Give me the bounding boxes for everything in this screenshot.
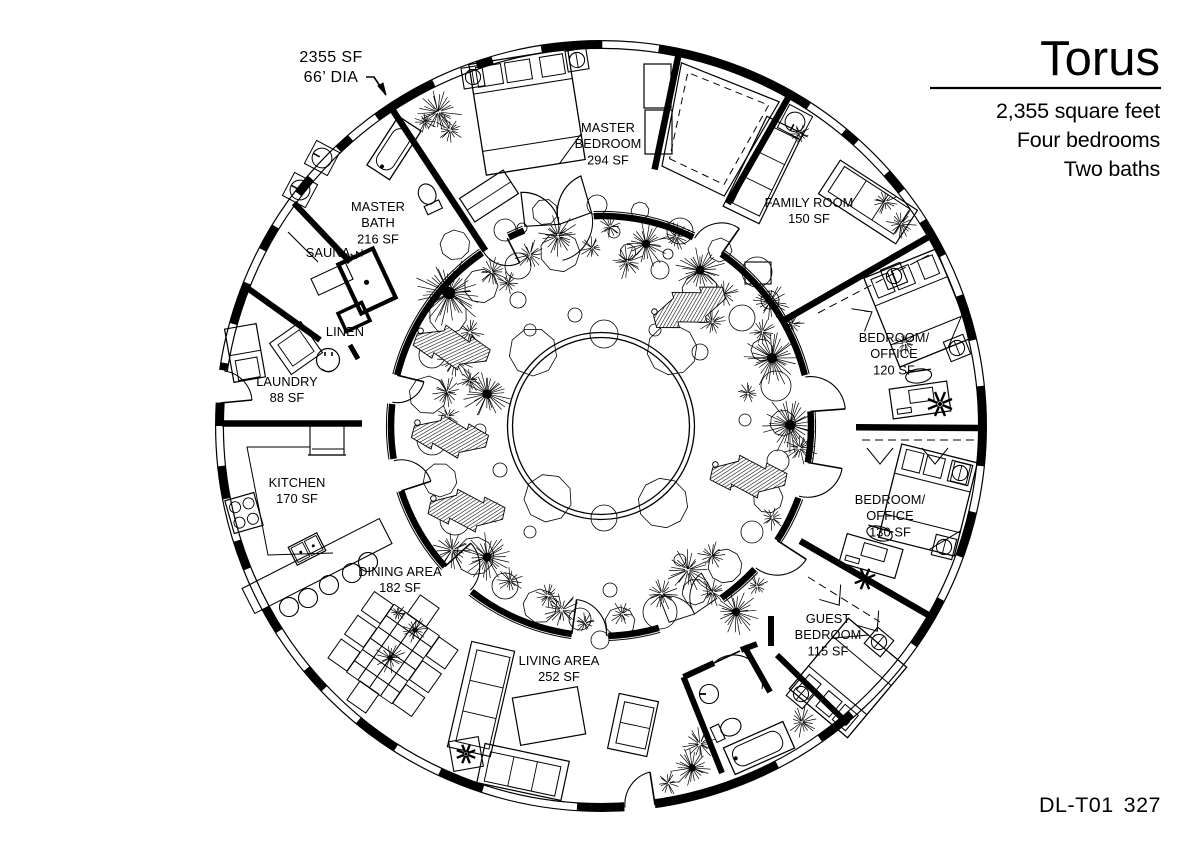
svg-text:88 SF: 88 SF	[270, 390, 305, 405]
svg-text:BEDROOM/: BEDROOM/	[859, 330, 930, 345]
svg-text:LINEN: LINEN	[326, 324, 364, 339]
svg-text:LAUNDRY: LAUNDRY	[256, 374, 318, 389]
svg-text:SAUNA: SAUNA	[306, 245, 351, 260]
svg-text:252 SF: 252 SF	[538, 669, 580, 684]
svg-text:FAMILY ROOM: FAMILY ROOM	[765, 195, 854, 210]
svg-text:MASTER: MASTER	[581, 120, 635, 135]
svg-text:OFFICE: OFFICE	[870, 346, 918, 361]
svg-text:327: 327	[1124, 793, 1161, 817]
svg-text:BATH: BATH	[361, 215, 395, 230]
svg-text:OFFICE: OFFICE	[866, 508, 914, 523]
svg-text:294 SF: 294 SF	[587, 152, 629, 167]
svg-text:115 SF: 115 SF	[808, 643, 849, 658]
svg-text:LIVING AREA: LIVING AREA	[519, 653, 600, 668]
svg-text:170 SF: 170 SF	[276, 491, 318, 506]
svg-text:BEDROOM/: BEDROOM/	[855, 492, 926, 507]
svg-text:DINING AREA: DINING AREA	[358, 564, 442, 579]
svg-text:GUEST: GUEST	[806, 611, 851, 626]
svg-text:66’ DIA: 66’ DIA	[304, 69, 359, 86]
svg-text:130 SF: 130 SF	[869, 524, 911, 539]
svg-text:Torus: Torus	[1040, 32, 1160, 86]
svg-text:150 SF: 150 SF	[788, 211, 830, 226]
svg-text:MASTER: MASTER	[351, 199, 405, 214]
svg-text:DL-T01: DL-T01	[1039, 793, 1114, 817]
svg-text:BEDROOM: BEDROOM	[795, 627, 862, 642]
svg-text:Four bedrooms: Four bedrooms	[1017, 128, 1160, 152]
svg-text:120 SF: 120 SF	[873, 362, 915, 377]
svg-text:216 SF: 216 SF	[357, 231, 399, 246]
svg-text:BEDROOM: BEDROOM	[575, 136, 642, 151]
svg-text:182 SF: 182 SF	[379, 580, 421, 595]
svg-text:Two baths: Two baths	[1064, 157, 1160, 181]
svg-text:2,355 square feet: 2,355 square feet	[996, 99, 1160, 123]
svg-text:KITCHEN: KITCHEN	[269, 475, 326, 490]
svg-text:2355 SF: 2355 SF	[299, 49, 362, 66]
